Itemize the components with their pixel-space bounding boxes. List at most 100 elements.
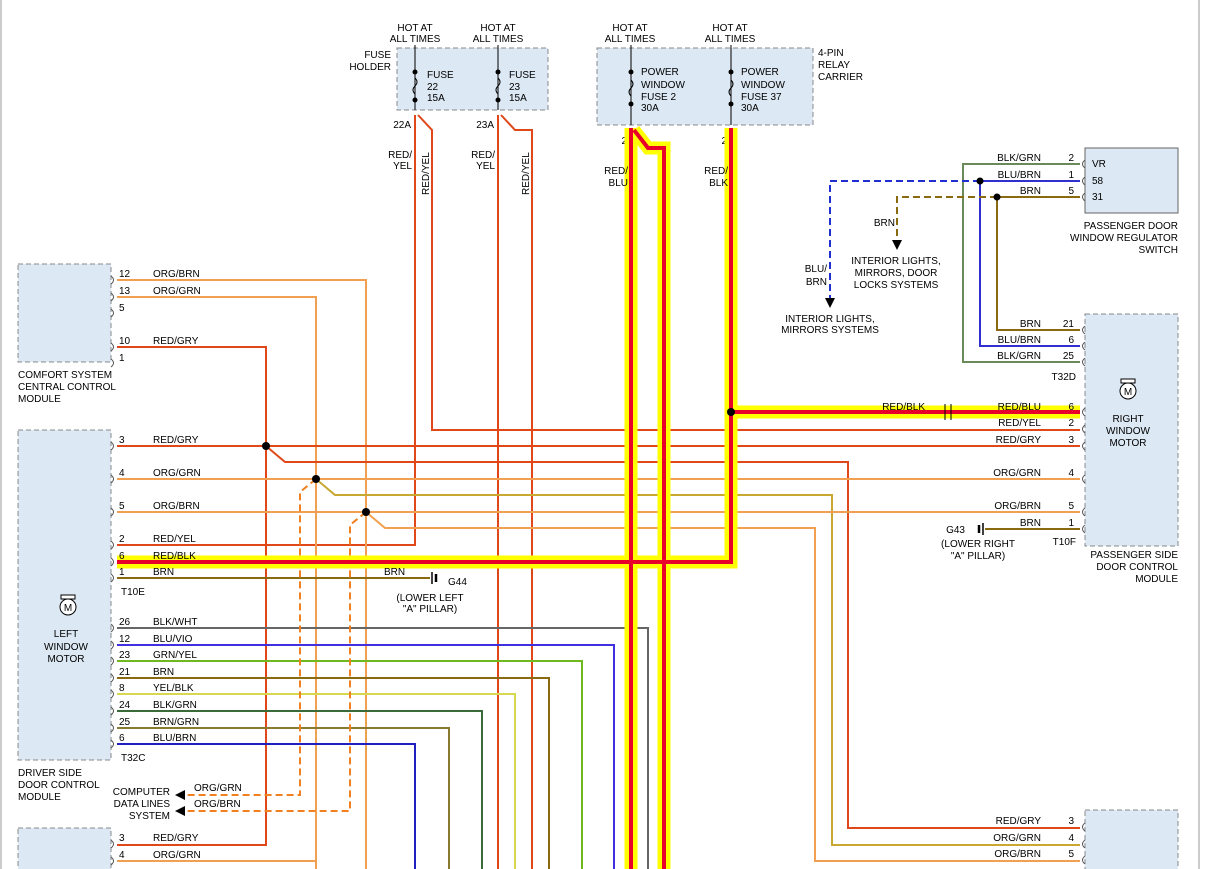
wire-label: RED/ bbox=[388, 150, 412, 161]
wire-label: BLU bbox=[609, 178, 628, 189]
driver-module-box bbox=[17, 429, 112, 761]
pin-color: RED/BLK bbox=[882, 402, 925, 413]
pin-color: RED/GRY bbox=[153, 833, 199, 844]
right-motor-l3: MOTOR bbox=[1109, 438, 1146, 449]
pin-number: 25 bbox=[119, 717, 131, 728]
pin-color: RED/BLK bbox=[153, 551, 196, 562]
comfort-module-box bbox=[17, 263, 112, 363]
arrow-left-icon bbox=[175, 806, 185, 816]
pin-color: BRN/GRN bbox=[153, 717, 199, 728]
pin-number: 2 bbox=[1068, 153, 1074, 164]
interior1-l2: MIRRORS, DOOR bbox=[855, 268, 938, 279]
pin-number: 25 bbox=[1063, 351, 1075, 362]
data-lines-l3: SYSTEM bbox=[129, 811, 170, 822]
driver-name-3: MODULE bbox=[18, 792, 61, 803]
dashed-wires bbox=[175, 180, 997, 816]
pin-number: 5 bbox=[1068, 501, 1074, 512]
pin-color: ORG/GRN bbox=[993, 468, 1041, 479]
wire-label: YEL bbox=[476, 161, 495, 172]
passenger-name-3: MODULE bbox=[1135, 574, 1178, 585]
pin-color: ORG/GRN bbox=[153, 850, 201, 861]
switch-name-1: PASSENGER DOOR bbox=[1084, 221, 1178, 232]
fuse-22-number: 22 bbox=[427, 82, 439, 93]
pin-number: 2 bbox=[1068, 418, 1074, 429]
pin-color: BLK/WHT bbox=[153, 617, 197, 628]
driver-module: M LEFT WINDOW MOTOR T10E T32C DRIVER SID… bbox=[18, 435, 201, 803]
pin-color: ORG/BRN bbox=[153, 501, 200, 512]
g44-name: G44 bbox=[448, 577, 467, 588]
pin-color: ORG/BRN bbox=[994, 501, 1041, 512]
pin-color: BLU/BRN bbox=[153, 733, 196, 744]
hot-label-1b: ALL TIMES bbox=[390, 34, 441, 45]
relay-carrier: 4-PIN RELAY CARRIER HOT AT ALL TIMES HOT… bbox=[596, 23, 863, 147]
hot-label-4a: HOT AT bbox=[712, 23, 747, 34]
switch-terminal: 31 bbox=[1092, 192, 1104, 203]
pin-color: ORG/GRN bbox=[993, 833, 1041, 844]
wire-label-vertical: RED/YEL bbox=[421, 152, 432, 195]
pin-number: 6 bbox=[119, 551, 125, 562]
splice-dot bbox=[993, 193, 1001, 201]
pin-number: 6 bbox=[119, 733, 125, 744]
pw-fuse2-l4: 30A bbox=[641, 103, 659, 114]
connector-t32c: T32C bbox=[121, 753, 145, 764]
pin-number: 3 bbox=[119, 435, 125, 446]
hot-label-3b: ALL TIMES bbox=[605, 34, 656, 45]
connector-t32d: T32D bbox=[1052, 372, 1076, 383]
interior2-l2: MIRRORS SYSTEMS bbox=[781, 325, 879, 336]
comfort-name-3: MODULE bbox=[18, 394, 61, 405]
fuse-23-icon bbox=[495, 77, 501, 95]
pin-number: 10 bbox=[119, 336, 131, 347]
wire-label: YEL bbox=[393, 161, 412, 172]
pin-number: 3 bbox=[1068, 816, 1074, 827]
relay-label-2: RELAY bbox=[818, 60, 850, 71]
g44-wire-label: BRN bbox=[384, 567, 405, 578]
window-regulator-switch: VR 58 31 2 BLK/GRN 1 BLU/BRN 5 BRN PASSE… bbox=[997, 153, 1178, 256]
rear-right-module-box bbox=[1084, 809, 1179, 869]
motor-symbol: M bbox=[64, 603, 72, 614]
wire-label: RED/ bbox=[704, 166, 728, 177]
arrow-down-icon bbox=[892, 240, 902, 250]
pin-color: BRN bbox=[153, 567, 174, 578]
interior-systems-1: BRN INTERIOR LIGHTS, MIRRORS, DOOR LOCKS… bbox=[851, 218, 940, 291]
pin-number: 21 bbox=[119, 667, 131, 678]
pin-number: 3 bbox=[119, 833, 125, 844]
power-window-fuse-37-icon bbox=[728, 79, 734, 97]
wire-label: RED/ bbox=[604, 166, 628, 177]
passenger-module-box bbox=[1084, 313, 1179, 547]
computer-data-lines: COMPUTER DATA LINES SYSTEM ORG/GRN ORG/B… bbox=[113, 783, 242, 822]
fuse-22-label: FUSE bbox=[427, 70, 454, 81]
driver-name-2: DOOR CONTROL bbox=[18, 780, 100, 791]
ground-g43: G43 (LOWER RIGHT "A" PILLAR) bbox=[941, 523, 1015, 562]
pin-color: BRN bbox=[153, 667, 174, 678]
wire-label: BLU/ bbox=[805, 264, 827, 275]
pin-color: BLK/GRN bbox=[997, 153, 1041, 164]
pin-color: RED/BLU bbox=[998, 402, 1041, 413]
pin-22a: 22A bbox=[393, 120, 411, 131]
pin-color: RED/GRY bbox=[996, 435, 1042, 446]
switch-terminal: VR bbox=[1092, 159, 1106, 170]
rear-left-module-box bbox=[17, 827, 112, 869]
pin-number: 8 bbox=[119, 683, 125, 694]
wire-label: ORG/GRN bbox=[194, 783, 242, 794]
g43-loc-1: (LOWER RIGHT bbox=[941, 539, 1015, 550]
relay-label-1: 4-PIN bbox=[818, 48, 844, 59]
driver-name-1: DRIVER SIDE bbox=[18, 768, 82, 779]
pin-number: 24 bbox=[119, 700, 131, 711]
rear-right-module: 3 RED/GRY 4 ORG/GRN 5 ORG/BRN bbox=[993, 816, 1086, 865]
wire-label: BLK bbox=[709, 178, 728, 189]
pw-fuse37-l2: WINDOW bbox=[741, 80, 785, 91]
passenger-name-2: DOOR CONTROL bbox=[1096, 562, 1178, 573]
pin-number: 21 bbox=[1063, 319, 1075, 330]
switch-name-3: SWITCH bbox=[1139, 245, 1178, 256]
comfort-name-1: COMFORT SYSTEM bbox=[18, 370, 112, 381]
fuse-23-label: FUSE bbox=[509, 70, 536, 81]
wire-label: ORG/BRN bbox=[194, 799, 241, 810]
hot-label-1a: HOT AT bbox=[397, 23, 432, 34]
pin-number: 4 bbox=[1068, 468, 1074, 479]
arrow-down-icon bbox=[825, 298, 835, 308]
pin-color: RED/GRY bbox=[153, 435, 199, 446]
pin-color: BRN bbox=[1020, 319, 1041, 330]
relay-pin-2a: 2 bbox=[621, 136, 627, 147]
arrow-left-icon bbox=[175, 790, 185, 800]
